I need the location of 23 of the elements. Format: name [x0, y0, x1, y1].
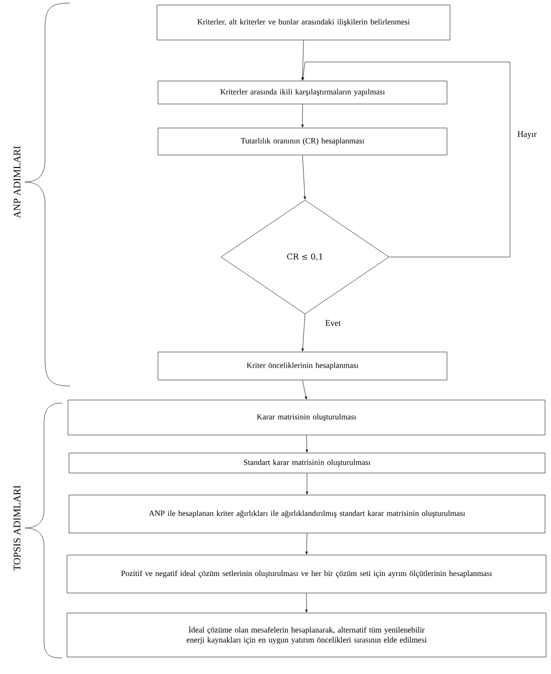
process-box: Karar matrisinin oluşturulması	[68, 400, 546, 436]
process-box: Kriterler, alt kriterler ve bunlar arasındaki ilişkilerin belirlenmesi	[156, 4, 450, 40]
arrow	[305, 593, 308, 612]
process-box: Tutarlılık oranının (CR) hesaplanması	[158, 128, 448, 156]
arrow	[306, 435, 308, 452]
arrow	[302, 62, 510, 258]
process-box: Standart karar matrisinin oluşturulması	[68, 452, 546, 474]
edge-label: Evet	[324, 319, 342, 327]
process-box: Kriterler arasında ikili karşılaştırmaların yapılması	[158, 80, 448, 104]
process-box: Pozitif ve negatif ideal çözüm setlerinin oluşturulması ve her bir çözüm seti için ayrım ölçütlerinin hesaplanması	[66, 554, 546, 594]
arrow	[302, 380, 308, 400]
arrow	[305, 533, 308, 554]
arrow	[301, 314, 306, 352]
arrow	[301, 40, 304, 80]
arrow	[306, 473, 308, 494]
process-box: İdeal çözüme olan mesafelerin hesaplanarak, alternatif tüm yenilenebilir enerji kaynakları için en uygun yatırım öncelikleri sırasının elde edilmesi	[66, 612, 546, 658]
process-box: ANP ile hesaplanan kriter ağırlıkları ile ağırlıklandırılmış standart karar matrisinin oluşturulması	[68, 494, 546, 534]
edge-label: Hayır	[516, 130, 538, 140]
arrow	[302, 155, 306, 200]
arrow	[301, 104, 304, 128]
process-box: Kriter önceliklerinin hesaplanması	[158, 352, 448, 380]
section-label: ANP ADIMLARI	[14, 146, 20, 218]
section-label: TOPSIS ADIMLARI	[14, 486, 20, 571]
